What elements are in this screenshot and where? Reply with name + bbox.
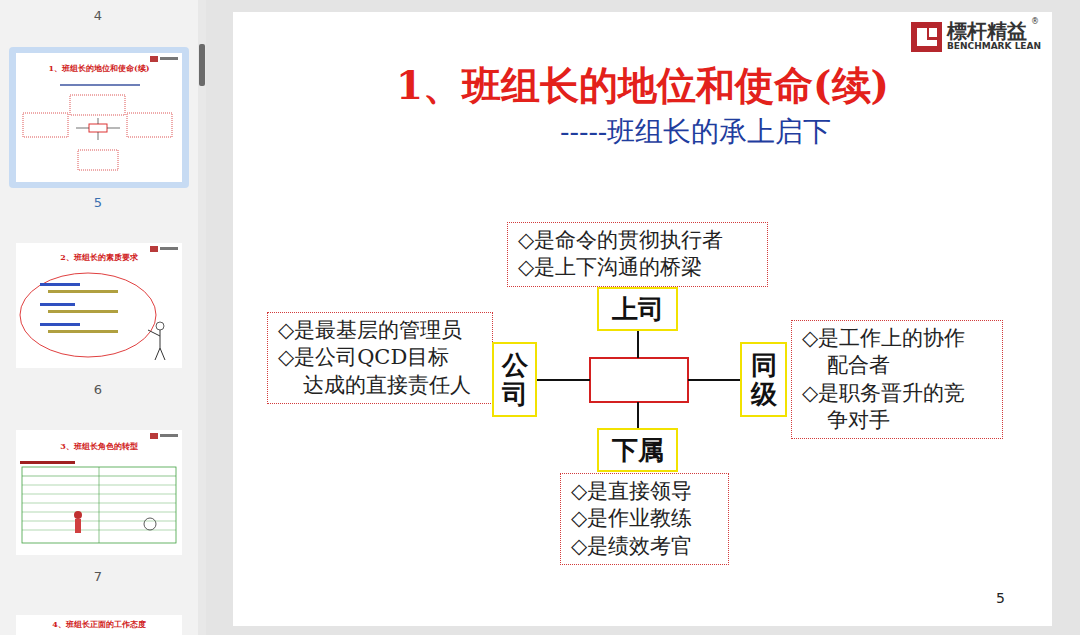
- role-text: ◇是公司QCD目标 达成的直接责任人: [278, 344, 482, 399]
- role-box: ◇是命令的贯彻执行者◇是上下沟通的桥梁: [507, 222, 768, 287]
- thumbnail-title: 1、班组长的地位和使命(续): [48, 64, 149, 73]
- spoke-line: [537, 379, 590, 381]
- role-text: ◇是工作上的协作 配合者: [802, 325, 992, 380]
- selection-highlight: [9, 47, 189, 188]
- slide-number: 7: [94, 570, 102, 585]
- role-text: ◇是命令的贯彻执行者: [518, 227, 757, 254]
- thumbnail-title: 2、班组长的素质要求: [60, 253, 138, 262]
- role-text: ◇是最基层的管理员: [278, 317, 482, 344]
- relation-box: 公司: [492, 342, 537, 417]
- relation-box: 下属: [597, 428, 678, 472]
- slide-number: 6: [94, 383, 102, 398]
- role-text: ◇是上下沟通的桥梁: [518, 254, 757, 281]
- registered-mark: ®: [1031, 17, 1039, 26]
- logo-icon: [911, 22, 942, 52]
- thumbnail-title: 4、班组长正面的工作态度: [52, 620, 146, 629]
- scroll-track: [198, 0, 206, 635]
- thumbnail-panel: [0, 0, 206, 635]
- role-text: ◇是绩效考官: [571, 533, 718, 560]
- relation-box: 同级: [740, 342, 787, 417]
- scroll-thumb: [199, 44, 205, 86]
- relation-text: 公司: [502, 351, 528, 408]
- spoke-line: [637, 331, 639, 358]
- thumbnail-slide: [16, 430, 182, 555]
- slide-number: 4: [94, 9, 102, 24]
- role-box: ◇是直接领导◇是作业教练◇是绩效考官: [560, 473, 729, 565]
- thumbnail-title: 3、班组长角色的转型: [60, 442, 138, 451]
- thumbnail-slide: [16, 615, 182, 635]
- role-text: ◇是直接领导: [571, 478, 718, 505]
- role-text: ◇是职务晋升的竞 争对手: [802, 380, 992, 435]
- role-box: ◇是最基层的管理员◇是公司QCD目标 达成的直接责任人: [267, 312, 493, 404]
- relation-text: 下属: [612, 436, 664, 465]
- slide-subtitle: -----班组长的承上启下: [560, 116, 831, 148]
- spoke-line: [688, 379, 740, 381]
- center-box: [590, 358, 688, 402]
- thumbnail-slide: [16, 53, 182, 182]
- relation-text: 同级: [751, 351, 777, 408]
- thumbnail-slide: [16, 243, 182, 368]
- page-number: 5: [996, 590, 1005, 606]
- spoke-line: [637, 402, 639, 428]
- slide-number: 5: [94, 196, 102, 211]
- role-box: ◇是工作上的协作 配合者◇是职务晋升的竞 争对手: [791, 320, 1003, 439]
- logo-subtext: BENCHMARK LEAN: [947, 41, 1041, 51]
- relation-text: 上司: [612, 295, 664, 324]
- role-text: ◇是作业教练: [571, 505, 718, 532]
- slide-title: 1、班组长的地位和使命(续): [233, 64, 1052, 107]
- slide: [233, 12, 1052, 626]
- logo-text: 標杆精益: [947, 20, 1027, 43]
- relation-box: 上司: [597, 287, 678, 331]
